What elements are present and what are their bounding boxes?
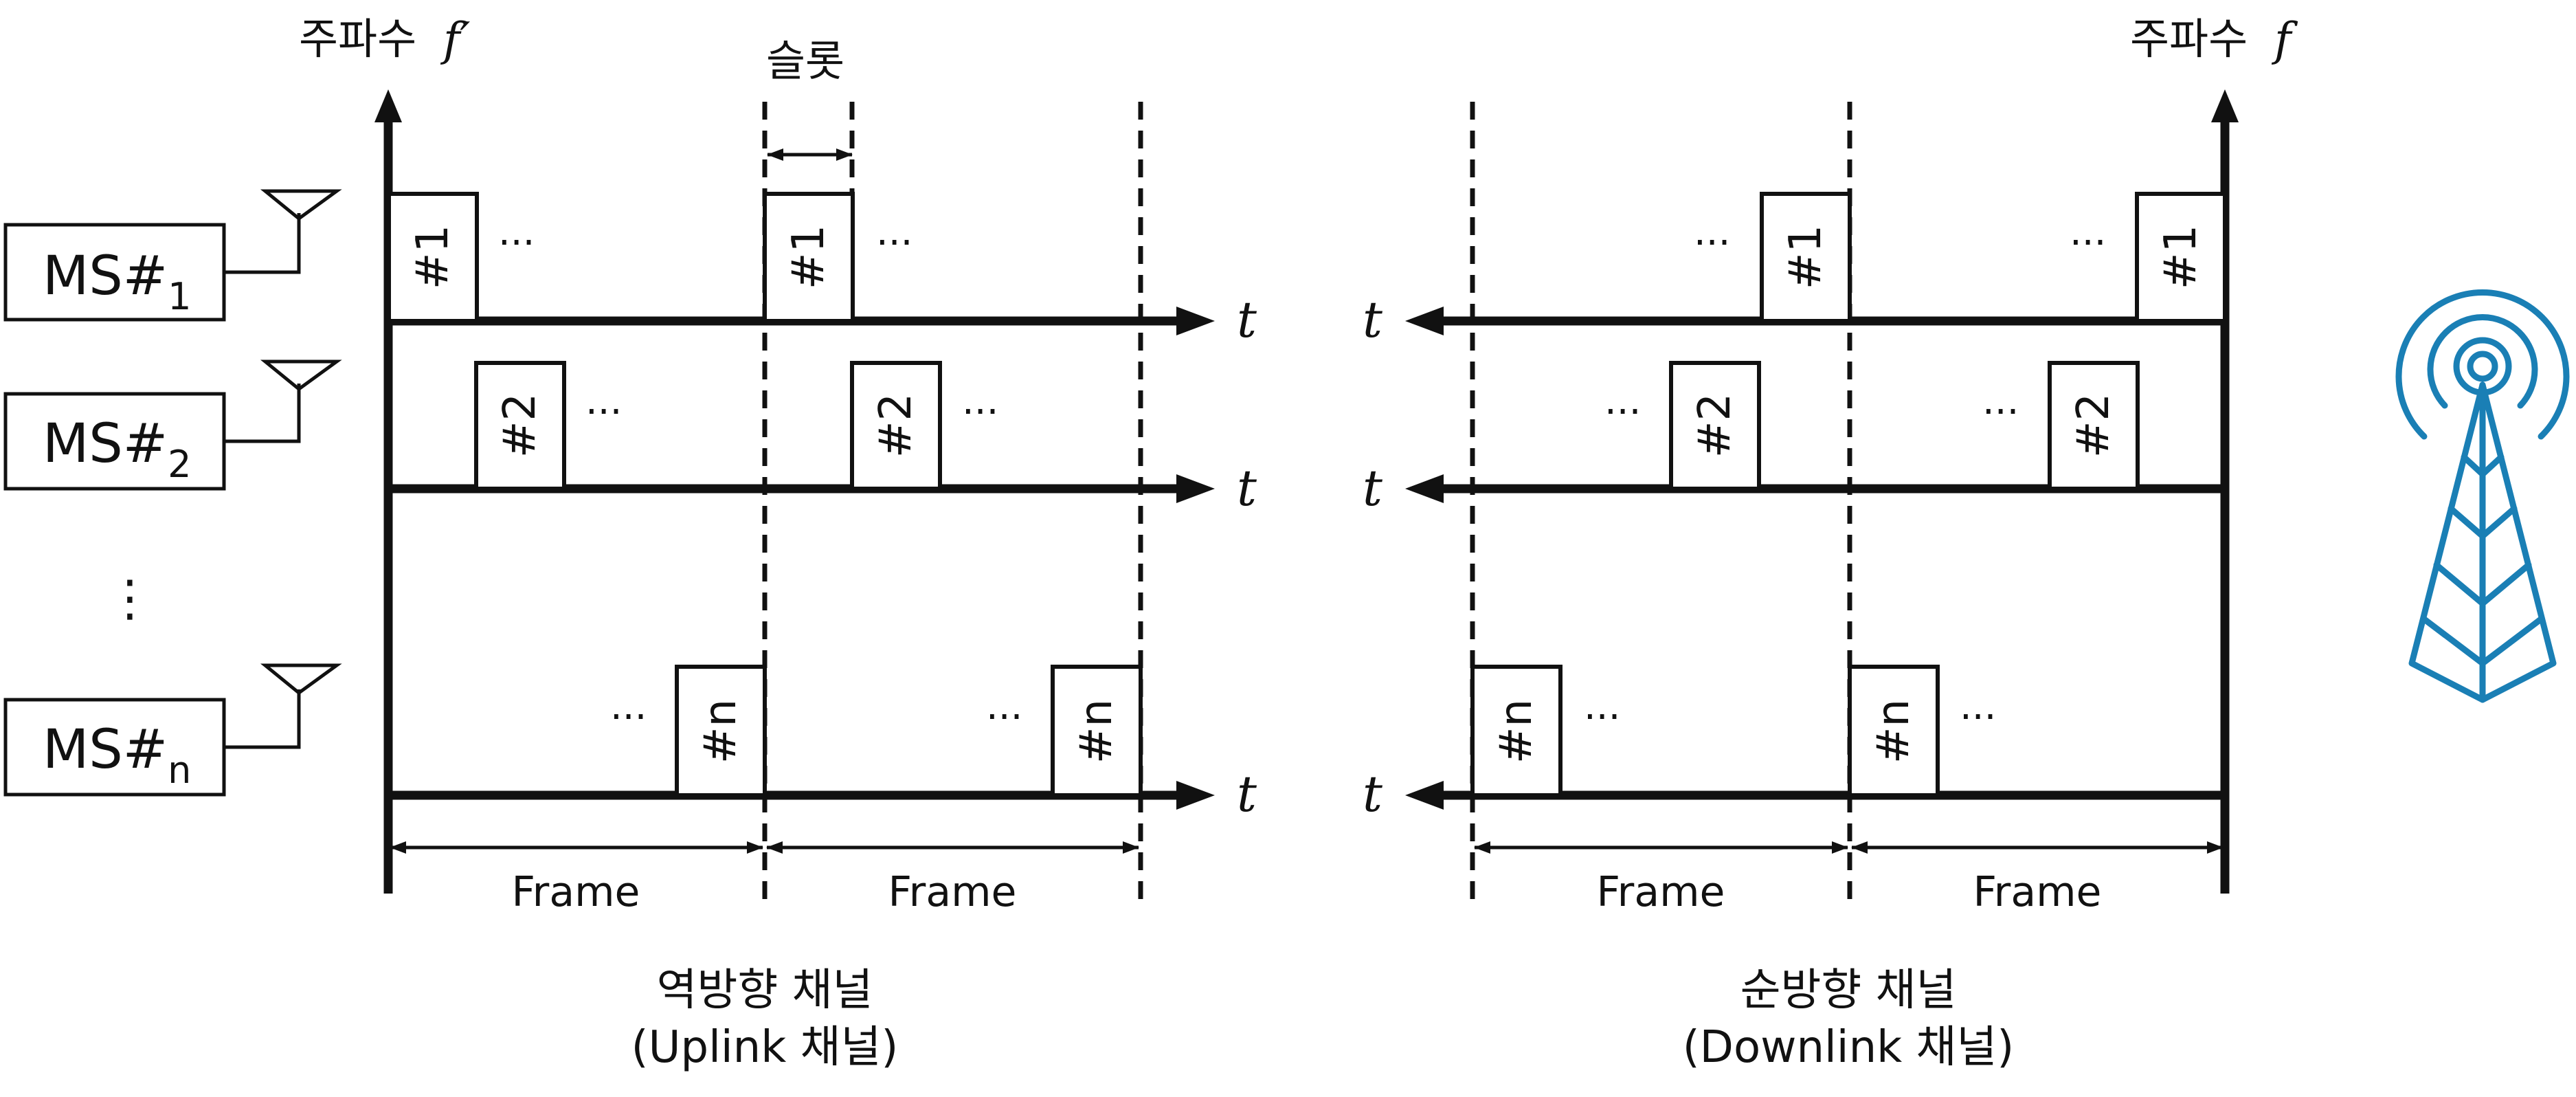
frame-label: Frame: [512, 868, 640, 916]
antenna-icon: [224, 189, 342, 274]
time-slot: [1669, 361, 1761, 491]
ellipsis: ···: [986, 695, 1022, 740]
time-symbol: t: [1363, 765, 1383, 823]
ms-box: [3, 223, 226, 322]
time-arrowhead: [1176, 307, 1215, 335]
slot-id-label: #2: [495, 393, 546, 458]
time-symbol: t: [1363, 459, 1383, 517]
uplink-frequency-symbol: f′: [440, 13, 470, 66]
uplink-row-ms2: MS#2 t #2 ··· #2 ···: [3, 359, 1257, 517]
uplink-subtitle: (Uplink 채널): [631, 1022, 899, 1073]
ms-label: MS#1: [43, 245, 192, 318]
slot-id-label: #n: [1071, 699, 1122, 764]
uplink-title: 역방향 채널: [657, 965, 873, 1016]
slot-id-label: #2: [2068, 393, 2119, 458]
slot-label: 슬롯: [766, 36, 844, 86]
ms-box: [3, 392, 226, 491]
ellipsis: ···: [610, 695, 647, 740]
time-slot: [387, 192, 479, 323]
ellipsis: ···: [1982, 390, 2019, 434]
time-symbol: t: [1363, 291, 1383, 348]
slot-id-label: #2: [1690, 393, 1740, 458]
frame-label: Frame: [1973, 868, 2102, 916]
time-slot: [1470, 665, 1563, 797]
cell-tower-icon: [2395, 289, 2570, 703]
ellipsis: ···: [876, 221, 912, 265]
time-arrowhead: [1405, 781, 1444, 810]
ellipsis: ···: [1694, 221, 1730, 265]
time-slot: [675, 665, 767, 797]
slot-id-label: #n: [1491, 699, 1542, 764]
vertical-ellipsis: ⋮: [105, 569, 155, 627]
time-arrowhead: [1176, 781, 1215, 810]
antenna-icon: [224, 663, 342, 749]
ms-box: [3, 698, 226, 797]
time-slot: [474, 361, 566, 491]
slot-id-label: #n: [695, 699, 746, 764]
ellipsis: ···: [1960, 695, 1996, 740]
uplink-frequency-label: 주파수: [299, 14, 416, 64]
downlink-row-2: t #2 ··· #2 ···: [1363, 361, 2225, 517]
slot-id-label: #2: [871, 393, 921, 458]
uplink-frequency-arrowhead: [374, 89, 402, 122]
ellipsis: ···: [1604, 390, 1641, 434]
downlink-panel: 주파수 f t #1 ··· #1 ··· t #2 ··· #2 ···: [1363, 13, 2298, 1073]
ellipsis: ···: [962, 390, 998, 434]
time-slot: [850, 361, 942, 491]
time-symbol: t: [1237, 459, 1257, 517]
downlink-frequency-symbol: f: [2271, 13, 2298, 66]
time-symbol: t: [1237, 765, 1257, 823]
frame-label: Frame: [1597, 868, 1725, 916]
antenna-icon: [224, 359, 342, 443]
slot-id-label: #1: [1780, 225, 1831, 289]
ms-label: MS#n: [43, 719, 191, 792]
ellipsis: ···: [1584, 695, 1620, 740]
time-slot: [763, 192, 855, 323]
time-arrowhead: [1405, 474, 1444, 503]
slot-id-label: #n: [1868, 699, 1919, 764]
downlink-row-1: t #1 ··· #1 ···: [1363, 192, 2227, 348]
slot-id-label: #1: [783, 225, 834, 289]
downlink-row-n: t #n ··· #n ···: [1363, 665, 2225, 823]
downlink-title: 순방향 채널: [1740, 965, 1957, 1016]
time-slot: [1760, 192, 1852, 323]
ellipsis: ···: [585, 390, 622, 434]
time-slot: [1051, 665, 1143, 797]
slot-id-label: #1: [407, 225, 458, 289]
uplink-row-msn: MS#n t #n ··· #n ···: [3, 663, 1257, 823]
ellipsis: ···: [498, 221, 535, 265]
time-slot: [2048, 361, 2140, 491]
uplink-row-ms1: MS#1 t #1 ··· #1 ···: [3, 189, 1257, 348]
uplink-panel: 주파수 f′ 슬롯 MS#1 t #1 ··· #1 ···: [3, 13, 1257, 1073]
downlink-subtitle: (Downlink 채널): [1683, 1022, 2015, 1073]
time-arrowhead: [1176, 474, 1215, 503]
ms-label: MS#2: [43, 413, 192, 486]
time-symbol: t: [1237, 291, 1257, 348]
downlink-frequency-label: 주파수: [2130, 14, 2248, 64]
slot-id-label: #1: [2155, 225, 2206, 289]
downlink-frequency-arrowhead: [2211, 89, 2239, 122]
ellipsis: ···: [2070, 221, 2106, 265]
time-slot: [2135, 192, 2227, 323]
time-slot: [1848, 665, 1940, 797]
frame-label: Frame: [888, 868, 1017, 916]
time-arrowhead: [1405, 307, 1444, 335]
